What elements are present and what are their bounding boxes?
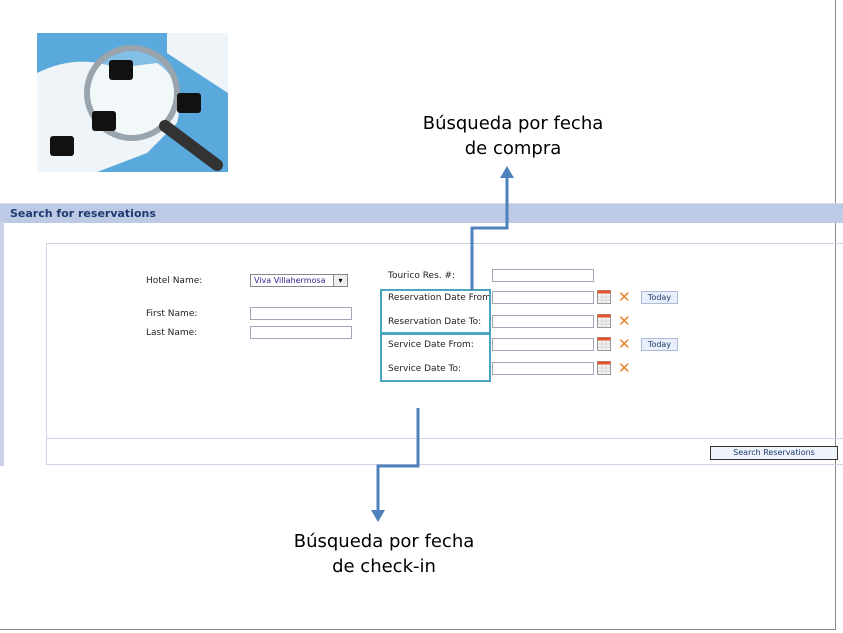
last-name-label: Last Name: [146,328,198,338]
service-date-highlight [380,333,491,382]
section-header: Search for reservations [0,203,843,223]
calendar-icon[interactable] [597,337,611,351]
hotel-name-label: Hotel Name: [146,276,203,286]
res-today-button[interactable]: Today [641,291,678,304]
arrowhead-up [500,166,514,178]
annotation-purchase-date: Búsqueda por fecha de compra [383,111,643,161]
annotation-line: Búsqueda por fecha [293,531,475,552]
calendar-icon[interactable] [597,290,611,304]
tourico-res-label: Tourico Res. #: [388,271,456,281]
chevron-down-icon[interactable]: ▾ [333,274,348,287]
last-name-input[interactable] [250,326,352,339]
hotel-search-logo [37,33,228,172]
first-name-input[interactable] [250,307,352,320]
arrow-up-purchase [470,176,509,290]
calendar-icon[interactable] [597,314,611,328]
clear-date-icon[interactable]: ✕ [618,359,631,377]
clear-date-icon[interactable]: ✕ [618,288,631,306]
svc-today-button[interactable]: Today [641,338,678,351]
tourico-res-input[interactable] [492,269,594,282]
arrowhead-down [371,510,385,522]
search-reservations-button[interactable]: Search Reservations [710,446,838,460]
svc-date-to-label: Service Date To: [388,364,462,374]
res-date-from-input[interactable] [492,291,594,304]
divider [47,438,843,439]
clear-date-icon[interactable]: ✕ [618,312,631,330]
clear-date-icon[interactable]: ✕ [618,335,631,353]
annotation-line: de compra [464,138,562,159]
svc-date-to-input[interactable] [492,362,594,375]
res-date-from-label: Reservation Date From: [388,293,494,303]
res-date-to-input[interactable] [492,315,594,328]
section-title: Search for reservations [10,207,156,220]
first-name-label: First Name: [146,309,198,319]
svc-date-from-input[interactable] [492,338,594,351]
res-date-to-label: Reservation Date To: [388,317,482,327]
left-border [0,222,4,466]
svc-date-from-label: Service Date From: [388,340,474,350]
search-form-panel [46,243,843,465]
annotation-line: Búsqueda por fecha [422,113,604,134]
calendar-icon[interactable] [597,361,611,375]
annotation-line: de check-in [332,556,436,577]
arrow-down-checkin [376,408,420,512]
annotation-checkin-date: Búsqueda por fecha de check-in [254,529,514,579]
